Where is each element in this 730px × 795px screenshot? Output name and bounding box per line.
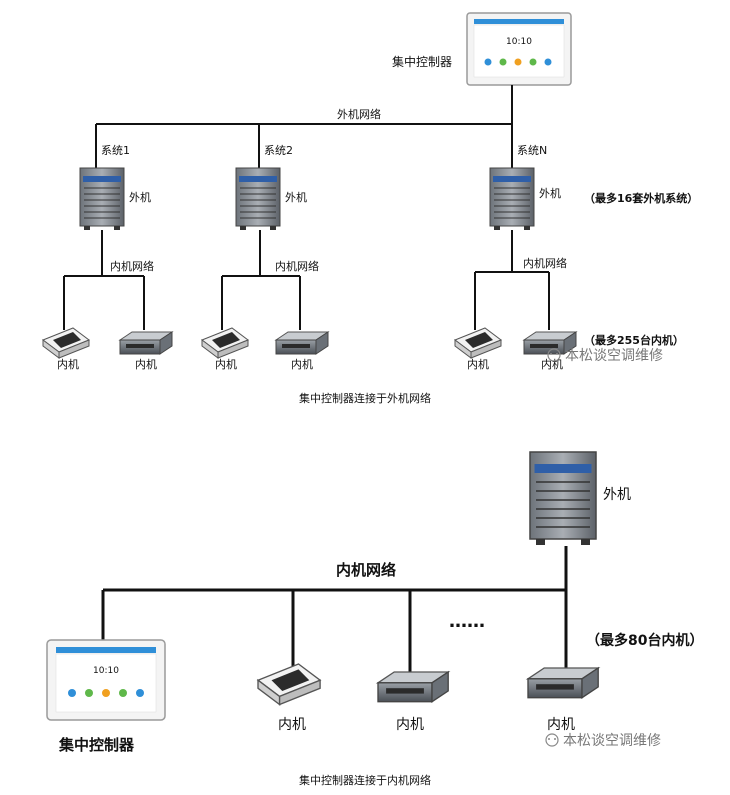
systemN-cassette-unit: [454, 327, 502, 359]
system2-indoor-label-a: 内机: [215, 357, 237, 371]
system2-outdoor-label: 外机: [285, 190, 307, 204]
watermark-bottom-text: 本松谈空调维修: [563, 733, 661, 749]
system2-outdoor-unit: [235, 167, 281, 231]
watermark-top: [547, 348, 561, 362]
watermark-bottom: [545, 733, 559, 747]
bottom-controller: [46, 639, 166, 721]
caption-bottom: 集中控制器连接于内机网络: [299, 773, 431, 787]
bottom-outdoor-unit: [529, 451, 597, 546]
system1-duct-unit: [119, 331, 173, 355]
top-controller: [466, 12, 572, 86]
system1-outdoor-label: 外机: [129, 190, 151, 204]
bottom-outdoor-label: 外机: [603, 487, 631, 503]
bottom-indoor-label-2: 内机: [396, 717, 424, 733]
systemN-indoor-label-a: 内机: [467, 357, 489, 371]
system1-indoor-network-label: 内机网络: [110, 259, 154, 273]
bottom-cassette-unit: [257, 663, 321, 706]
systemN-indoor-network-label: 内机网络: [523, 256, 567, 270]
system1-indoor-label-a: 内机: [57, 357, 79, 371]
bottom-ellipsis: ……: [449, 611, 485, 632]
bottom-duct-unit-1: [377, 671, 449, 703]
system1-indoor-label-b: 内机: [135, 357, 157, 371]
system2-indoor-label-b: 内机: [291, 357, 313, 371]
system2-label: 系统2: [264, 144, 293, 157]
systemN-outdoor-unit: [489, 167, 535, 231]
bottom-indoor-label-3: 内机: [547, 717, 575, 733]
max-indoor-note-top: （最多255台内机）: [584, 333, 684, 347]
system2-indoor-network-label: 内机网络: [275, 259, 319, 273]
system1-label: 系统1: [101, 144, 130, 157]
max-outdoor-note: （最多16套外机系统）: [584, 191, 698, 205]
system1-cassette-unit: [42, 327, 90, 359]
systemN-outdoor-label: 外机: [539, 186, 561, 200]
bottom-controller-label: 集中控制器: [58, 736, 135, 754]
systemN-label: 系统N: [517, 144, 547, 157]
top-controller-label: 集中控制器: [392, 54, 452, 69]
outdoor-network-label: 外机网络: [337, 107, 381, 121]
top-controller-time: 10:10: [506, 37, 532, 47]
system2-duct-unit: [275, 331, 329, 355]
caption-top: 集中控制器连接于外机网络: [299, 391, 431, 405]
bottom-duct-unit-2: [527, 667, 599, 699]
watermark-top-text: 本松谈空调维修: [565, 348, 663, 364]
bottom-controller-time: 10:10: [93, 666, 119, 676]
system2-cassette-unit: [201, 327, 249, 359]
bottom-indoor-network-label: 内机网络: [336, 561, 396, 579]
systemN-indoor-label-b: 内机: [541, 357, 563, 371]
system1-outdoor-unit: [79, 167, 125, 231]
max-indoor-note-bottom: （最多80台内机）: [586, 632, 703, 649]
bottom-indoor-label-1: 内机: [278, 717, 306, 733]
